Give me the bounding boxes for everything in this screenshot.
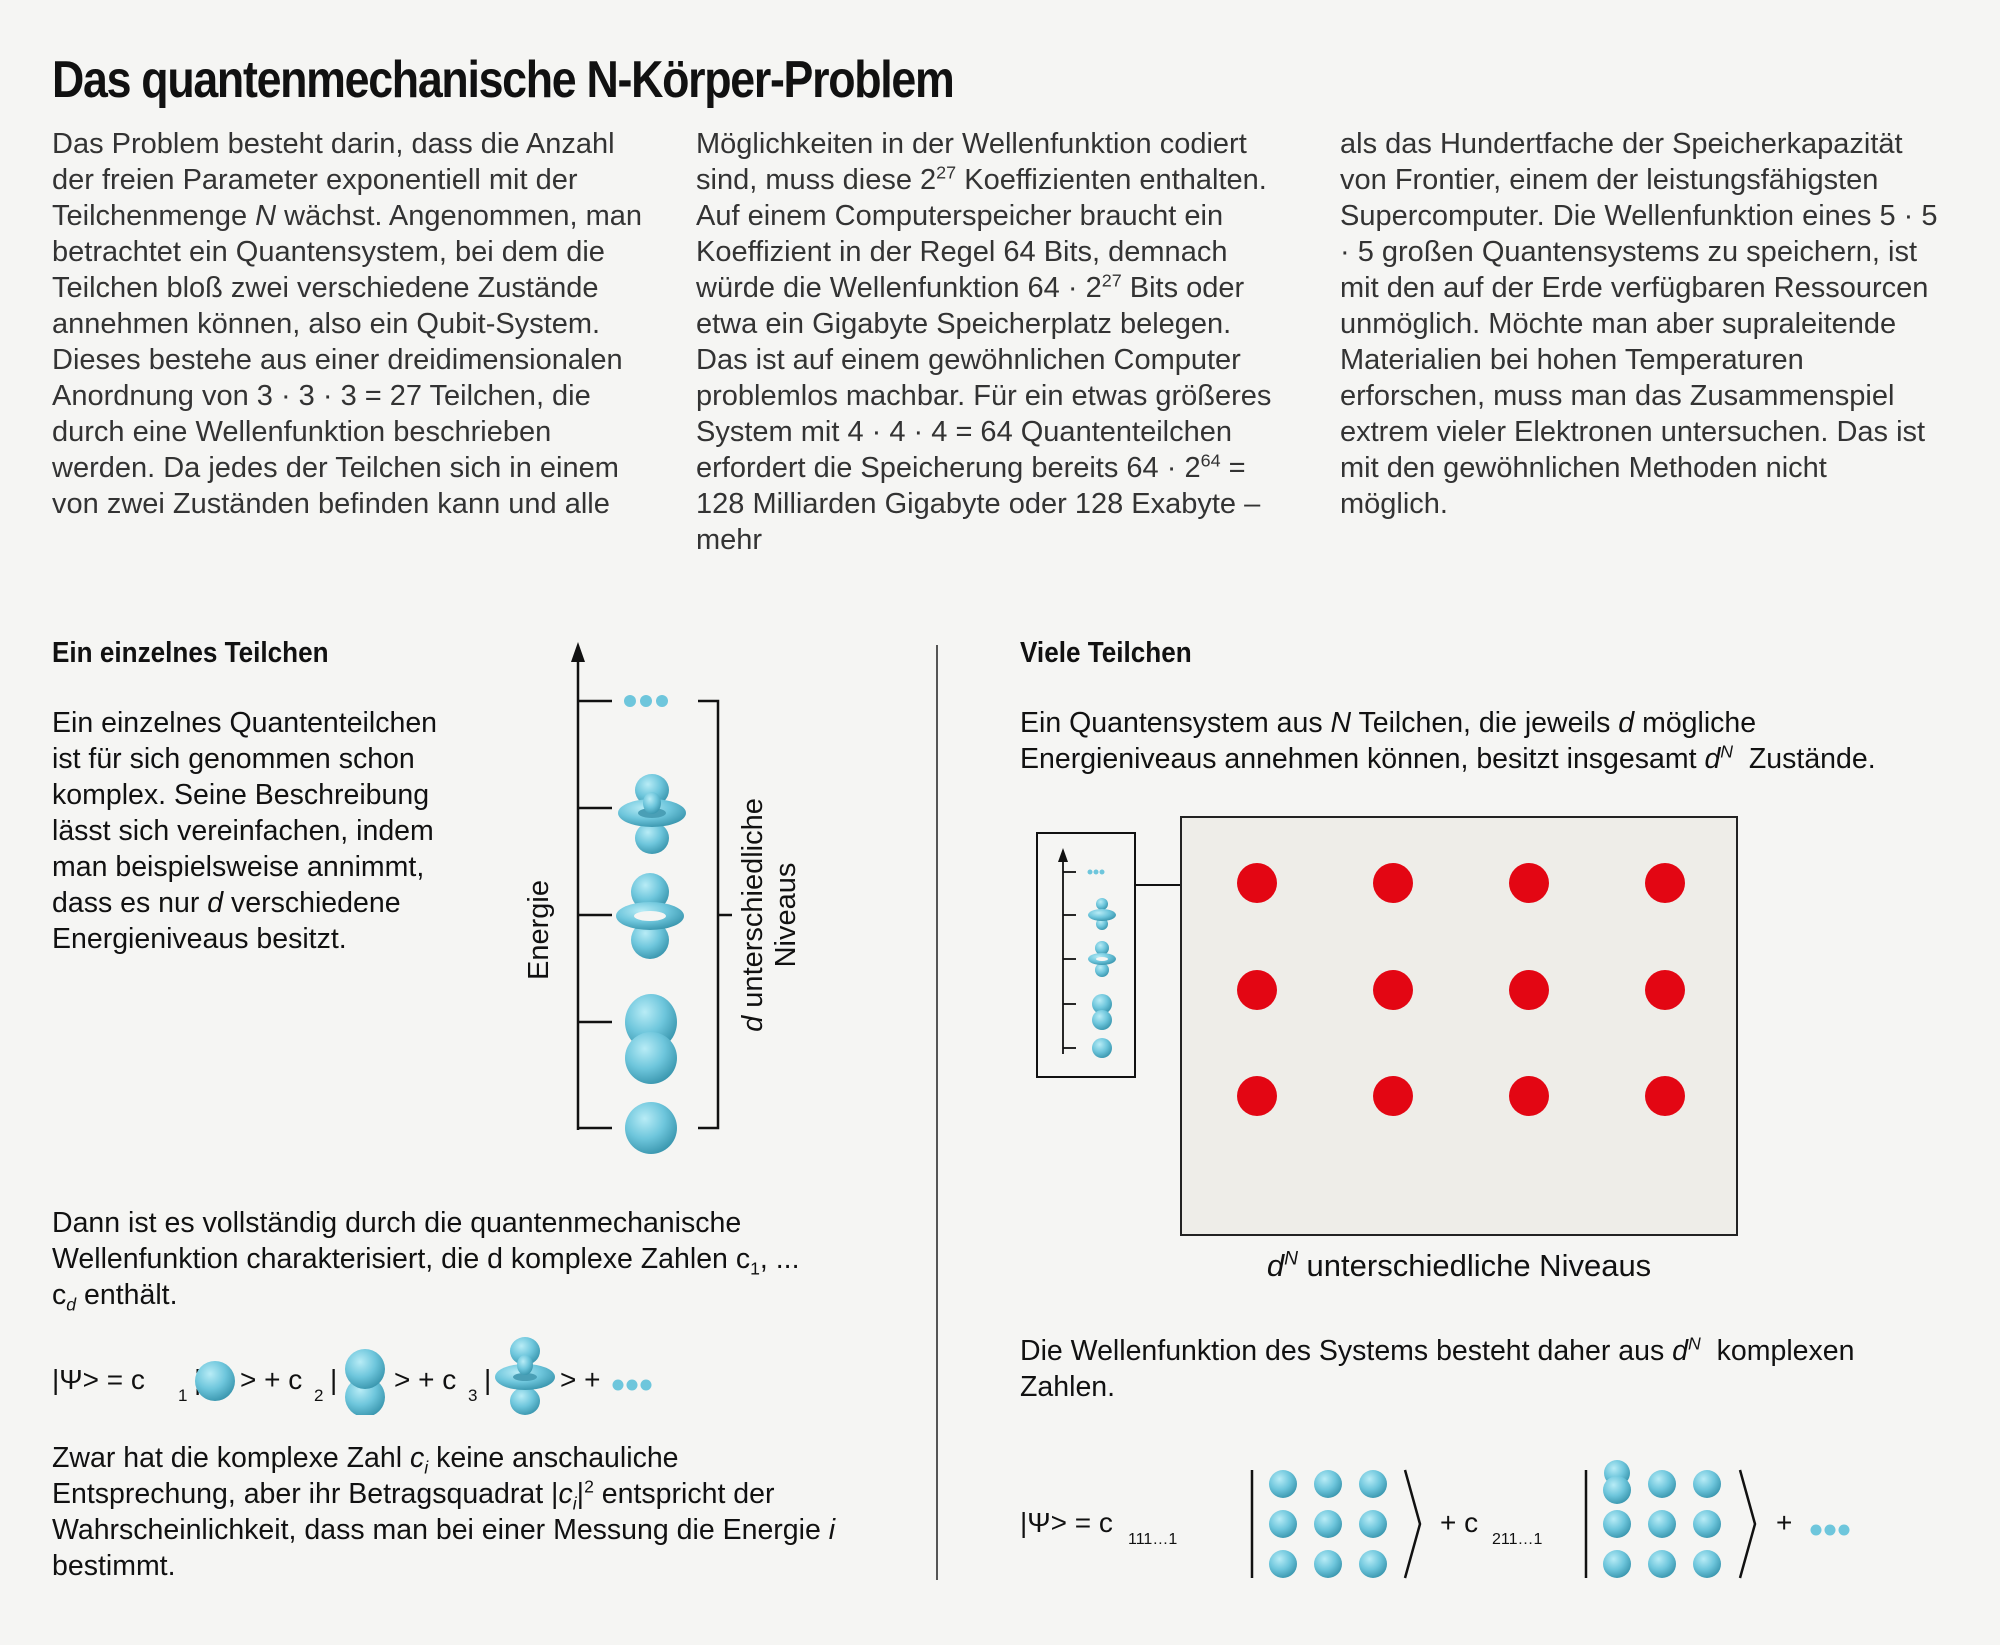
particle xyxy=(1314,1550,1342,1578)
single-particle-heading: Ein einzelnes Teilchen xyxy=(52,637,329,669)
levels-bracket xyxy=(698,699,732,1130)
formula-c2: + c xyxy=(1440,1507,1478,1538)
intro-column-3: als das Hundertfache der Speicherkapazit… xyxy=(1340,128,1938,520)
orbital-level-4-icon xyxy=(618,774,686,854)
state-grid xyxy=(1180,816,1738,1236)
particle xyxy=(1359,1510,1387,1538)
bracket-label-line-2: Niveaus xyxy=(770,863,802,968)
particle xyxy=(1648,1510,1676,1538)
mini-energy-diagram xyxy=(1036,832,1136,1078)
intro-column-1: Das Problem besteht darin, dass die Anza… xyxy=(52,128,643,520)
particle xyxy=(1603,1476,1631,1504)
particle xyxy=(1269,1470,1297,1498)
orbital-level-2-icon xyxy=(625,994,677,1084)
intro-column-2: Möglichkeiten in der Wellenfunktion codi… xyxy=(696,128,1272,556)
particle xyxy=(1648,1470,1676,1498)
particle xyxy=(1269,1510,1297,1538)
ket-2-particle-grid xyxy=(1603,1460,1721,1578)
single-particle-description: Ein einzelnes Quantenteilchen ist für si… xyxy=(52,707,438,955)
state-dot xyxy=(1645,1076,1685,1116)
particle xyxy=(1693,1470,1721,1498)
single-wavefunction-text: Dann ist es vollständig durch die quante… xyxy=(52,1207,800,1315)
formula-c1-sub: 1 xyxy=(178,1386,187,1405)
many-particles-heading: Viele Teilchen xyxy=(1020,637,1192,669)
particle xyxy=(1693,1510,1721,1538)
grid-caption: dN unterschiedliche Niveaus xyxy=(1266,1248,1652,1283)
ket-1-angle xyxy=(1403,1469,1422,1579)
state-dot xyxy=(1237,863,1277,903)
particle xyxy=(1314,1510,1342,1538)
particle xyxy=(1269,1550,1297,1578)
state-dot xyxy=(1373,863,1413,903)
section-divider xyxy=(936,645,938,1580)
state-dot xyxy=(1509,970,1549,1010)
ket-1-particle-grid xyxy=(1269,1470,1387,1578)
formula-c3: > + c xyxy=(394,1364,456,1395)
state-dot xyxy=(1509,1076,1549,1116)
formula-c2-sub: 2 xyxy=(314,1386,323,1405)
energy-axis-label: Energie xyxy=(523,880,555,980)
formula-c2-sub: 211…1 xyxy=(1492,1531,1543,1548)
particle xyxy=(1693,1550,1721,1578)
particle xyxy=(1359,1470,1387,1498)
state-dot xyxy=(1373,1076,1413,1116)
energy-ticks xyxy=(578,699,612,1130)
orbital-ket-2-icon xyxy=(345,1349,385,1415)
particle xyxy=(1603,1550,1631,1578)
orbital-ket-3-icon xyxy=(495,1337,555,1415)
state-dot xyxy=(1237,970,1277,1010)
state-dot xyxy=(1509,863,1549,903)
page-title: Das quantenmechanische N-Körper-Problem xyxy=(52,51,955,109)
ket-2-angle xyxy=(1738,1469,1757,1579)
formula-c1-sub: 111…1 xyxy=(1128,1531,1177,1548)
formula-bar-3: | xyxy=(484,1364,491,1395)
system-wavefunction-text: Die Wellenfunktion des Systems besteht d… xyxy=(1020,1333,1855,1403)
particle xyxy=(1648,1550,1676,1578)
formula-tail: + xyxy=(1776,1507,1792,1538)
formula-bar-2: | xyxy=(330,1364,337,1395)
energy-axis xyxy=(571,642,585,1130)
single-wavefunction-formula: |Ψ> = c 1 | > + c 2 | > + c 3 | > + xyxy=(52,1335,692,1415)
orbital-ket-1-icon xyxy=(195,1361,235,1401)
formula-tail: > + xyxy=(560,1364,600,1395)
probability-text: Zwar hat die komplexe Zahl ci keine ansc… xyxy=(52,1442,836,1582)
more-terms-dots xyxy=(612,1379,652,1391)
formula-lhs: |Ψ> = c xyxy=(1020,1507,1113,1538)
state-dot xyxy=(1645,863,1685,903)
orbital-level-3-icon xyxy=(616,873,684,959)
system-wavefunction-formula: |Ψ> = c 111…1 + c 211…1 + xyxy=(1020,1460,1900,1590)
many-particles-description: Ein Quantensystem aus N Teilchen, die je… xyxy=(1020,707,1876,775)
formula-c3-sub: 3 xyxy=(468,1386,477,1405)
state-dot xyxy=(1373,970,1413,1010)
more-levels-dots xyxy=(624,695,668,707)
particle xyxy=(1314,1470,1342,1498)
orbital-level-1-icon xyxy=(625,1102,677,1154)
state-dot xyxy=(1237,1076,1277,1116)
formula-c2: > + c xyxy=(240,1364,302,1395)
bracket-label-line-1: d unterschiedliche xyxy=(737,798,769,1032)
state-grid-dots xyxy=(1237,863,1685,1116)
particle xyxy=(1359,1550,1387,1578)
state-dot xyxy=(1645,970,1685,1010)
particle xyxy=(1603,1510,1631,1538)
more-terms-dots xyxy=(1810,1524,1850,1536)
formula-lhs: |Ψ> = c xyxy=(52,1364,145,1395)
energy-level-diagram: Energie d unterschiedliche Niveaus xyxy=(523,642,802,1154)
